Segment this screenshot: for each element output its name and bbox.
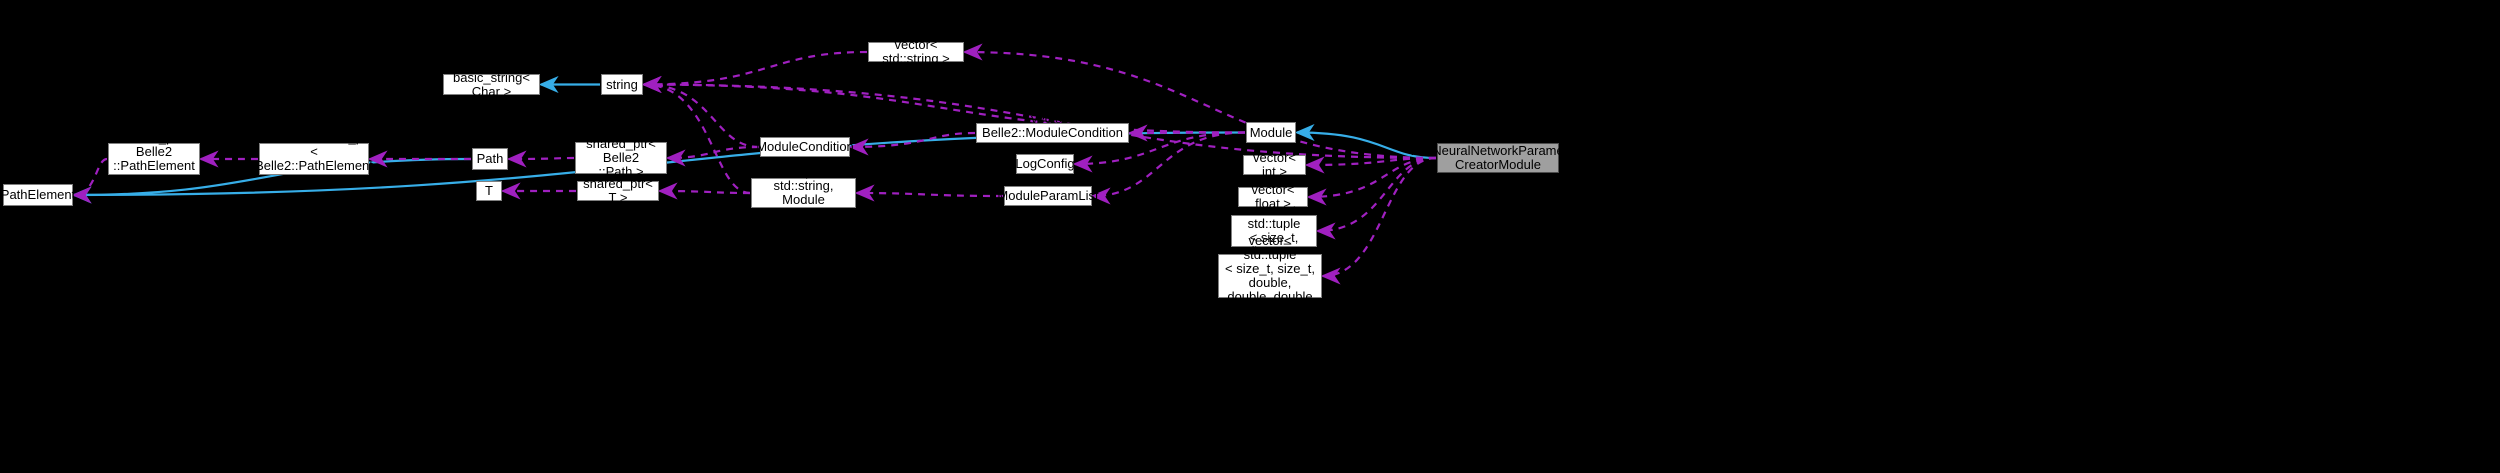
edge-vectorstring-to-string [641, 50, 868, 94]
node-path[interactable]: Path [472, 148, 508, 170]
edge-module-to-vectormodcond [1127, 124, 1246, 142]
edge-creatormodule-to-vectortupleddd [1320, 156, 1437, 285]
edge-mapmoduleparam-to-sharedptrt [657, 182, 751, 200]
edge-vectormodcond-to-modulecondition [848, 131, 976, 156]
node-module[interactable]: Module [1246, 122, 1296, 143]
node-mapmoduleparam[interactable]: map< std::string, Module ParamPtr > [751, 165, 856, 221]
edge-mapmoduleparam-to-string [641, 75, 751, 195]
edge-creatormodule-to-vectorstring [962, 43, 1437, 160]
edge-sharedptrpath-to-path [506, 150, 575, 168]
node-logconfig[interactable]: LogConfig [1015, 154, 1075, 174]
node-listsharedptr[interactable]: list< std::shared_ptr < Belle2::PathElem… [255, 130, 373, 187]
edge-module-to-logconfig [1072, 131, 1246, 173]
node-moduleparamlist[interactable]: ModuleParamList [997, 186, 1099, 206]
node-creatormodule[interactable]: PIDNeuralNetworkParameters CreatorModule [1410, 143, 1586, 173]
edge-path-to-pathelement [71, 157, 472, 204]
edge-creatormodule-to-string [641, 75, 1437, 160]
node-vectortuplesf[interactable]: vector< std::tuple < size_t, float > > [1231, 203, 1317, 259]
node-basicstring[interactable]: basic_string< Char > [443, 70, 540, 98]
node-vectortupleddd[interactable]: vector< std::tuple < size_t, size_t, dou… [1218, 234, 1322, 318]
node-modulecondition[interactable]: ModuleCondition [756, 137, 854, 157]
edge-module-to-string [641, 75, 1246, 134]
node-t[interactable]: T [476, 181, 502, 201]
node-pathelement[interactable]: PathElement [1, 184, 75, 206]
edge-sharedptrpe-to-pathelement [71, 157, 108, 204]
node-string[interactable]: string [601, 74, 643, 95]
edge-module-to-moduleparamlist [1090, 131, 1246, 205]
node-vectorstring[interactable]: vector< std::string > [868, 38, 964, 66]
edge-modulecondition-to-sharedptrpath [665, 145, 760, 167]
node-vectorint[interactable]: vector< int > [1243, 151, 1306, 179]
node-sharedptrpath[interactable]: shared_ptr< Belle2 ::Path > [575, 137, 667, 179]
node-sharedptrpe[interactable]: shared_ptr< Belle2 ::PathElement > [108, 131, 200, 187]
node-vectormodcond[interactable]: vector< Belle2::ModuleCondition > [976, 112, 1129, 154]
node-sharedptrt[interactable]: shared_ptr< T > [577, 177, 659, 205]
edge-modulecondition-to-string [641, 75, 760, 149]
edge-moduleparamlist-to-mapmoduleparam [854, 184, 1004, 202]
